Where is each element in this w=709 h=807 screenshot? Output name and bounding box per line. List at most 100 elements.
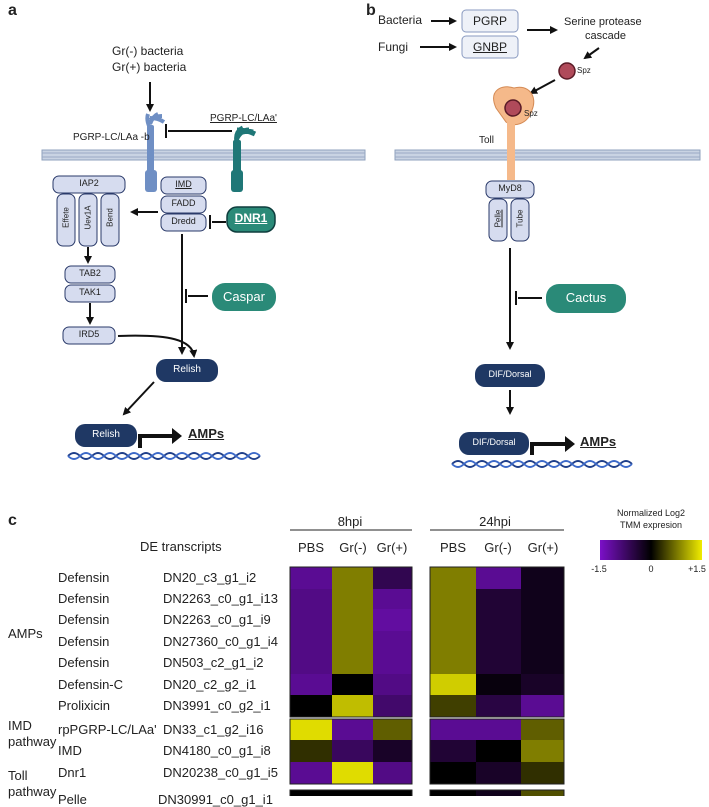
heatmap-cell-r4-c0 <box>290 652 332 674</box>
de-transcripts-header: DE transcripts <box>140 539 222 554</box>
heatmap-cell-r9-c4 <box>476 762 521 784</box>
row-gene-label: rpPGRP-LC/LAa' <box>58 721 157 737</box>
heatmap-block-border <box>429 789 565 796</box>
cactus-label: Cactus <box>565 290 607 305</box>
row-transcript-label: DN20_c2_g2_i1 <box>163 676 257 692</box>
tube-label: Tube <box>515 209 525 228</box>
relish-dna-label: Relish <box>92 429 120 440</box>
pgrp-box <box>461 9 519 33</box>
row-gene-label: Defensin <box>58 655 110 670</box>
heatmap-cell-r7-c0 <box>290 719 332 740</box>
heatmap-cell-r6-c5 <box>521 695 564 717</box>
heatmap-cell-r0-c2 <box>373 567 412 589</box>
panel-c-letter: c <box>8 512 17 529</box>
column-header-1-0: PBS <box>439 540 466 555</box>
panel-a <box>41 82 366 460</box>
relish-dna-box <box>75 424 137 447</box>
amps-label-b: AMPs <box>580 434 617 449</box>
cascade-label-1: Serine protease <box>564 16 642 28</box>
heatmap-cell-r0-c5 <box>521 567 564 589</box>
legend-tick-mid: 0 <box>648 564 654 574</box>
row-gene-label: Pelle <box>58 791 87 807</box>
heatmap-cell-r0-c3 <box>430 567 476 589</box>
legend-tick-min: -1.5 <box>591 564 607 574</box>
heatmap-cell-r2-c4 <box>476 609 521 631</box>
ird5-label: IRD5 <box>78 329 100 339</box>
heatmap-cell-r9-c3 <box>430 762 476 784</box>
row-transcript-label: DN20_c3_g1_i2 <box>163 570 257 585</box>
heatmap-cell-r5-c0 <box>290 674 332 695</box>
row-gene-label: IMD <box>58 743 82 758</box>
column-header-1-2: Gr(+) <box>527 540 559 555</box>
dnr1-box <box>226 206 276 233</box>
row-transcript-label: DN2263_c0_g1_i9 <box>163 612 271 627</box>
column-header-0-1: Gr(-) <box>339 540 367 555</box>
receptor-label: PGRP-LC/LAa -b <box>73 132 150 143</box>
receptor-blue <box>145 112 166 192</box>
panel-b <box>394 9 701 468</box>
column-header-1-1: Gr(-) <box>484 540 512 555</box>
group-label: Toll <box>8 768 28 783</box>
heatmap-cell-r9-c1 <box>332 762 373 784</box>
spz-label: Spz <box>577 66 591 75</box>
heatmap-cell-r1-c3 <box>430 589 476 609</box>
legend-title-2: TMM expresion <box>619 520 682 530</box>
row-transcript-label: DN2263_c0_g1_i13 <box>163 591 278 606</box>
group-label: AMPs <box>8 626 43 641</box>
heatmap-cell-r5-c5 <box>521 674 564 695</box>
heatmap-cell-r7-c1 <box>332 719 373 740</box>
heatmap-cell-r8-c4 <box>476 740 521 762</box>
heatmap-cell-r6-c0 <box>290 695 332 717</box>
row-gene-label: Defensin <box>58 591 110 606</box>
heatmap-cell-r3-c4 <box>476 631 521 652</box>
heatmap-cell-r3-c0 <box>290 631 332 652</box>
dnr1-label: DNR1 <box>234 211 268 225</box>
stimulus-gram-negative: Gr(-) bacteria <box>112 44 184 58</box>
heatmap-block-border <box>429 718 565 785</box>
heatmap-cell-r7-c5 <box>521 719 564 740</box>
pgrp-label: PGRP <box>472 14 507 28</box>
heatmap-cell-r4-c4 <box>476 652 521 674</box>
legend-tick-max: +1.5 <box>688 564 706 574</box>
receptor-green <box>231 125 257 192</box>
heatmap-cell-r8-c3 <box>430 740 476 762</box>
dif-dna-label: DIF/Dorsal <box>472 437 516 447</box>
caspar-box <box>212 283 276 311</box>
membrane-b <box>394 149 701 161</box>
fadd-label: FADD <box>171 198 196 208</box>
heatmap-cell-r0-c0 <box>290 567 332 589</box>
timepoint-8hpi: 8hpi <box>337 514 363 529</box>
heatmap-cell-r2-c5 <box>521 609 564 631</box>
heatmap-cell-r8-c5 <box>521 740 564 762</box>
heatmap-cell-r10-c0 <box>290 790 332 796</box>
heatmap-cell-r9-c5 <box>521 762 564 784</box>
tak1-label: TAK1 <box>79 287 101 297</box>
heatmap-cell-r6-c1 <box>332 695 373 717</box>
heatmap-cell-r5-c2 <box>373 674 412 695</box>
heatmap-cell-r5-c1 <box>332 674 373 695</box>
legend-title-1: Normalized Log2 <box>616 508 686 518</box>
heatmap-cell-r1-c4 <box>476 589 521 609</box>
heatmap-cell-r4-c2 <box>373 652 412 674</box>
row-transcript-label: DN30991_c0_g1_i1 <box>158 791 273 807</box>
relish-label: Relish <box>173 364 201 375</box>
receptor2-label: PGRP-LC/LAa' <box>210 113 277 124</box>
caspar-label: Caspar <box>223 289 265 304</box>
heatmap-cell-r3-c3 <box>430 631 476 652</box>
spz-ball <box>558 62 576 80</box>
relish-box <box>156 359 218 382</box>
spz-label-2: Spz <box>524 109 538 118</box>
heatmap-cell-r7-c3 <box>430 719 476 740</box>
heatmap-block-border <box>289 718 413 785</box>
heatmap-cell-r10-c1 <box>332 790 373 796</box>
heatmap-cell-r5-c4 <box>476 674 521 695</box>
heatmap-cell-r10-c3 <box>430 790 476 796</box>
heatmap-cell-r2-c3 <box>430 609 476 631</box>
heatmap-cell-r10-c5 <box>521 790 564 796</box>
row-transcript-label: DN27360_c0_g1_i4 <box>163 633 278 649</box>
imd-label: IMD <box>175 179 192 189</box>
membrane-a <box>41 149 366 161</box>
legend-colorbar <box>600 540 702 560</box>
heatmap-cell-r8-c1 <box>332 740 373 762</box>
